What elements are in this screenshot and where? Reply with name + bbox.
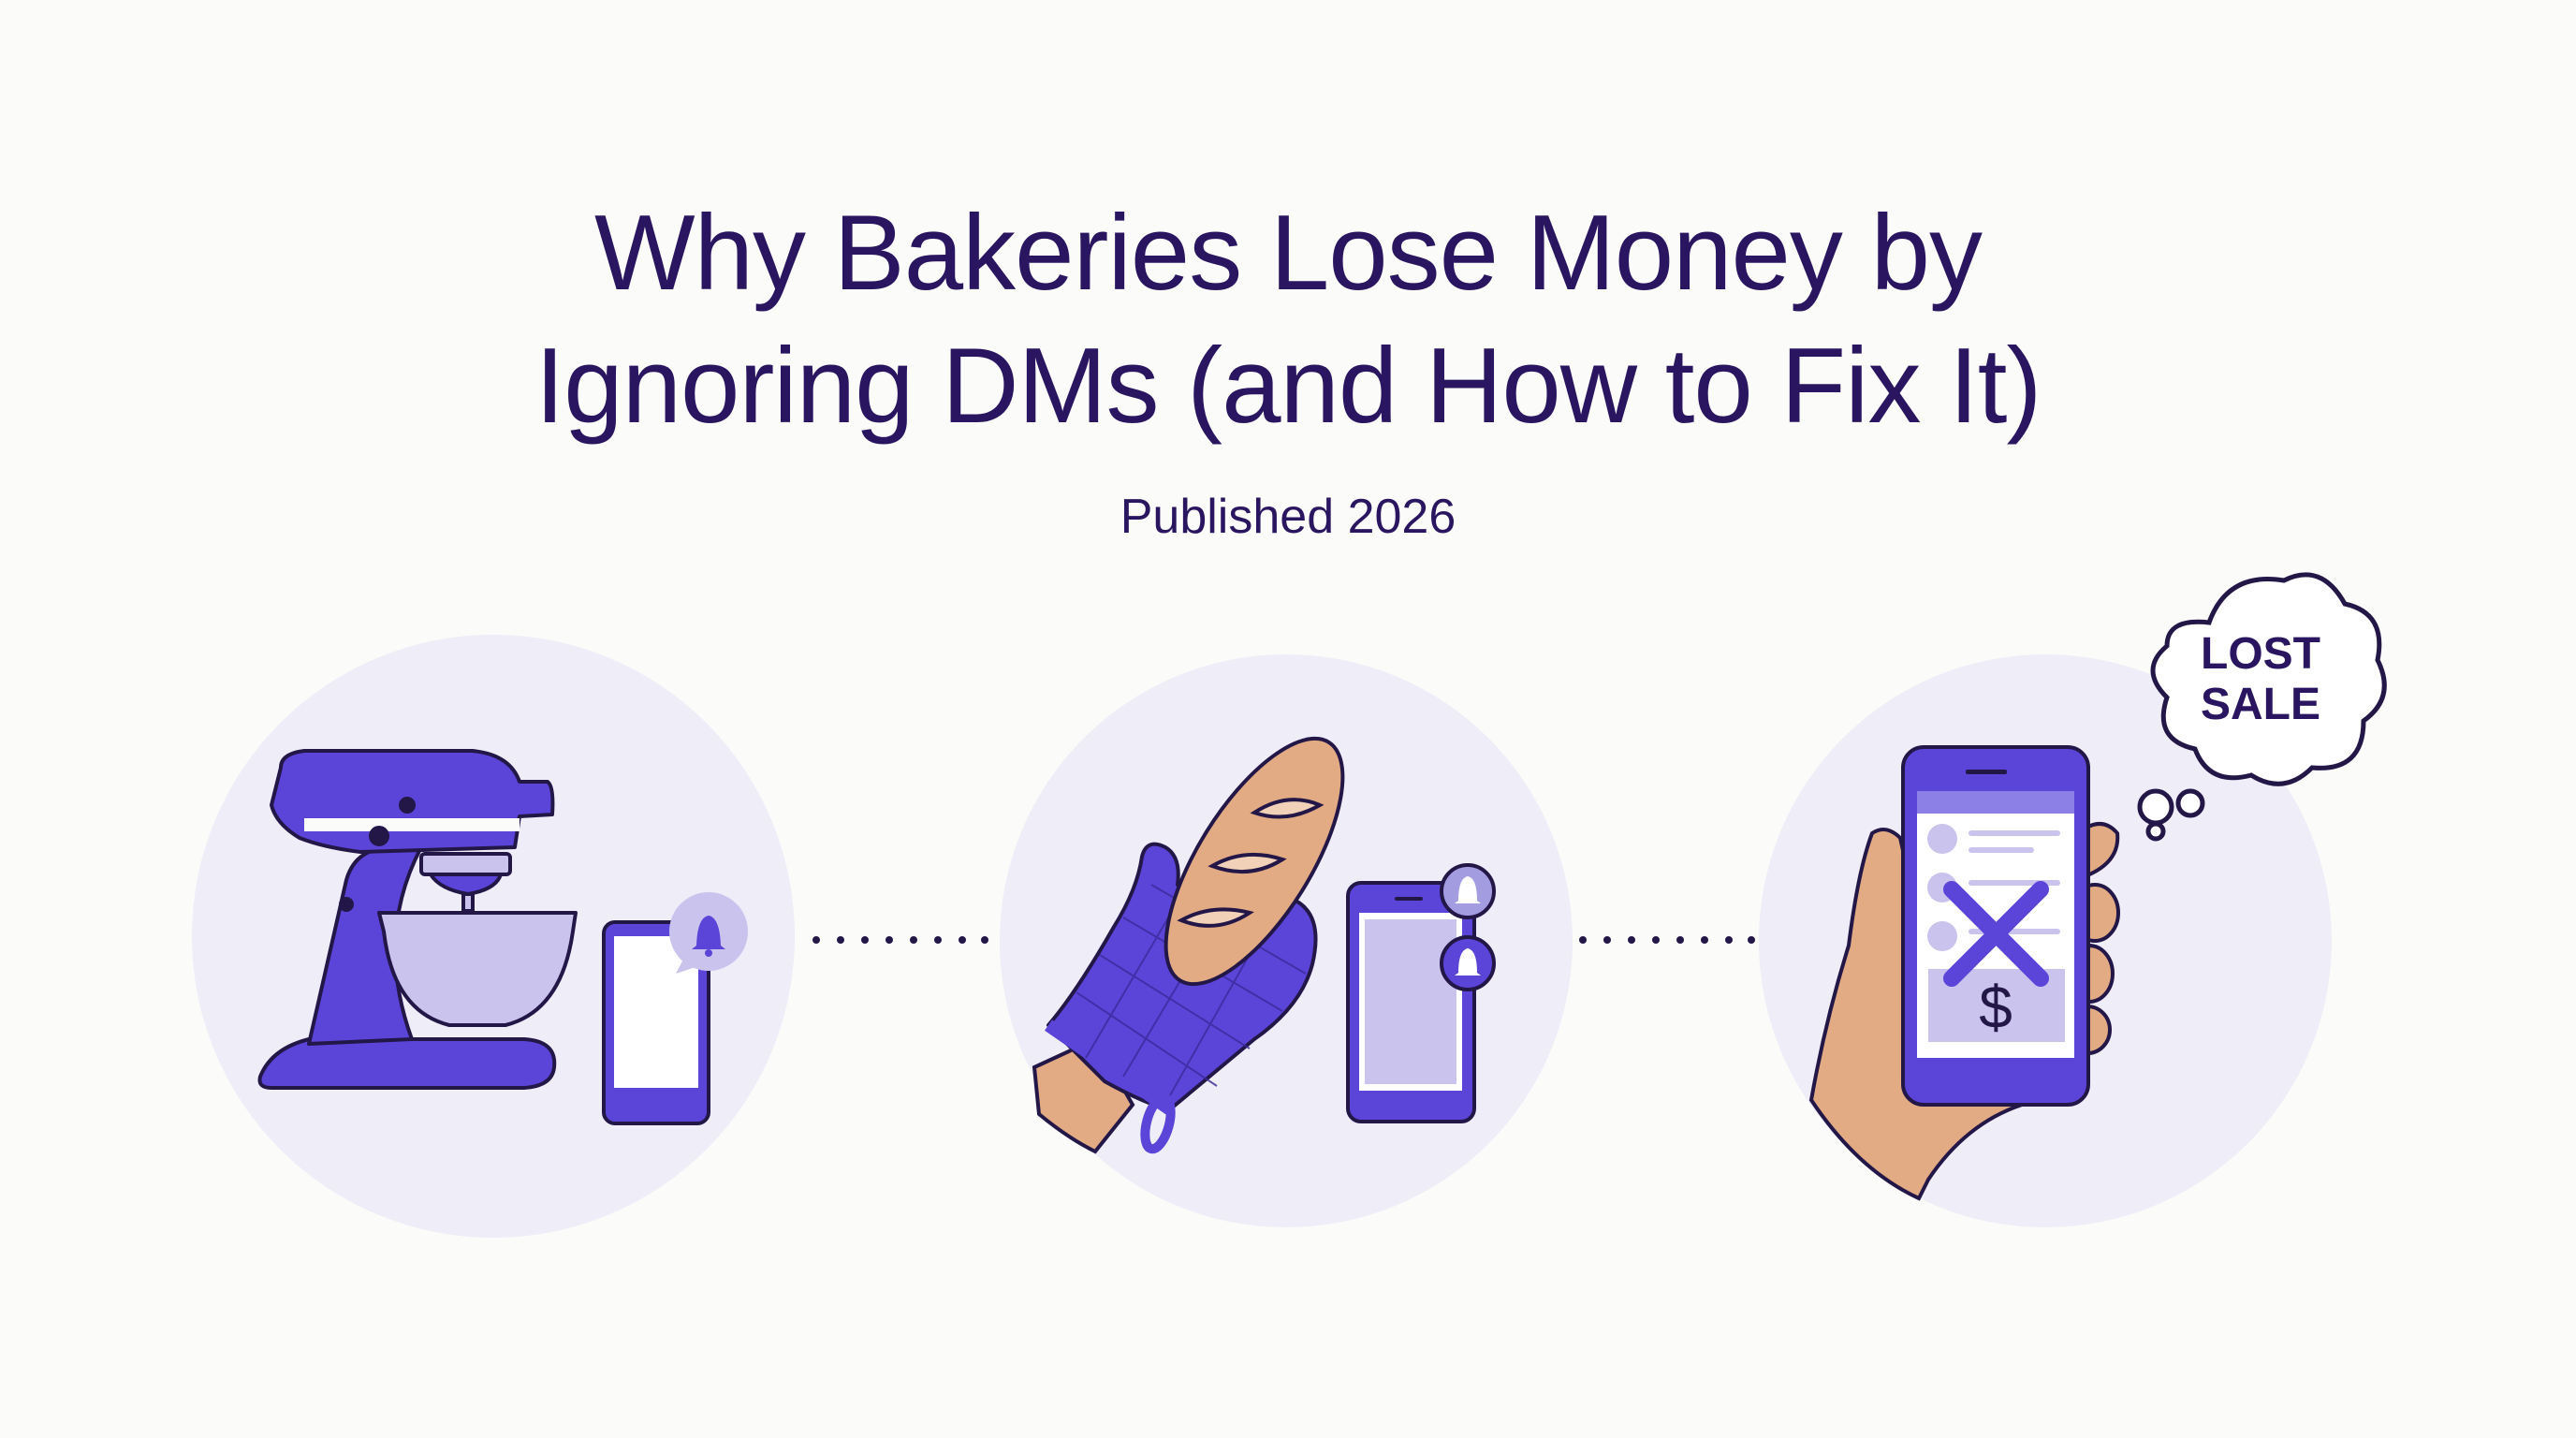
- bell-icon: [1440, 863, 1496, 991]
- title-line-1: Why Bakeries Lose Money by: [594, 194, 1983, 313]
- page-title: Why Bakeries Lose Money by Ignoring DMs …: [0, 187, 2576, 453]
- lost-sale-label: LOST SALE: [2139, 629, 2382, 730]
- phone-icon: [602, 920, 710, 1125]
- published-date: Published 2026: [1120, 490, 1456, 544]
- lost-sale-line-1: LOST: [2201, 629, 2320, 679]
- stand-mixer-icon: [257, 749, 578, 1090]
- dollar-icon: $: [1979, 974, 2012, 1041]
- connector-dots-2: [1579, 936, 1755, 944]
- connector-dots-1: [812, 936, 988, 944]
- lost-sale-line-2: SALE: [2200, 680, 2320, 729]
- baguette-icon: [1164, 736, 1345, 987]
- phone-icon: [1346, 881, 1476, 1123]
- thought-cloud-icon: [2137, 572, 2387, 842]
- x-icon: [1943, 881, 2049, 987]
- title-line-2: Ignoring DMs (and How to Fix It): [534, 327, 2042, 446]
- bell-icon: [669, 892, 748, 974]
